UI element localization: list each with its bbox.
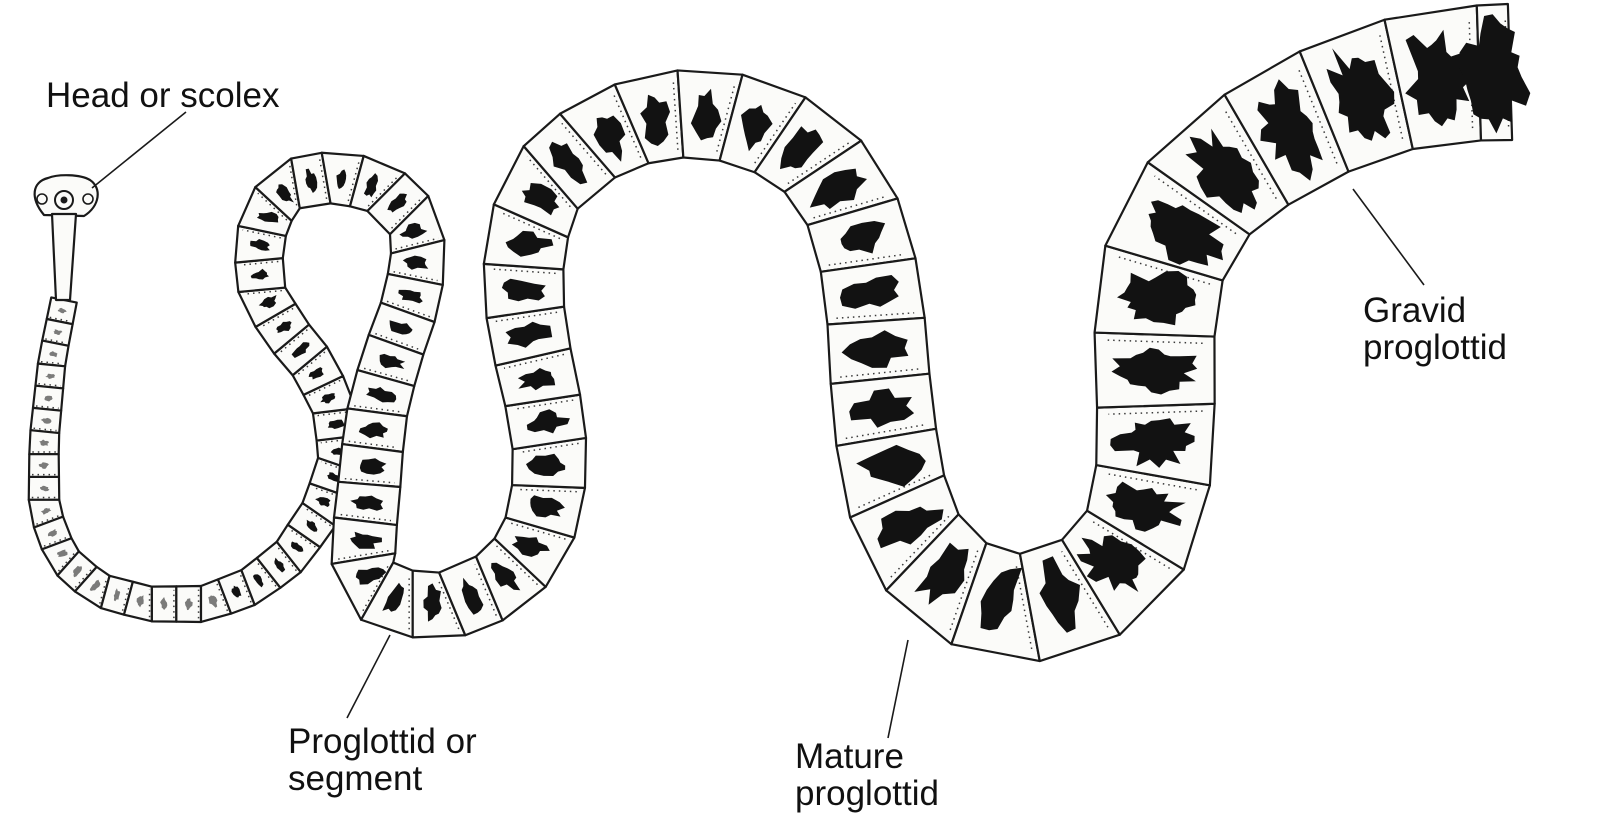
proglottid-label-line1: Proglottid or	[288, 723, 477, 760]
gravid-label-line1: Gravid	[1363, 292, 1507, 329]
mature-label-line2: proglottid	[795, 775, 939, 812]
proglottid-segment	[1095, 333, 1215, 408]
proglottid-segment	[29, 430, 59, 454]
mature-leader-line	[888, 640, 908, 738]
scolex-icon	[35, 175, 98, 300]
mature-label-line1: Mature	[795, 738, 939, 775]
proglottid-segment	[176, 586, 201, 622]
proglottid-leader-line	[347, 635, 390, 718]
mature-label: Mature proglottid	[795, 738, 939, 812]
head-leader-line	[92, 112, 186, 188]
head-label-text: Head or scolex	[46, 76, 279, 115]
proglottid-segment	[35, 364, 65, 389]
gravid-label-line2: proglottid	[1363, 329, 1507, 366]
proglottid-segment	[33, 386, 63, 411]
proglottid-label: Proglottid or segment	[288, 723, 477, 797]
proglottid-label-line2: segment	[288, 760, 477, 797]
proglottid-segment	[827, 318, 929, 384]
gravid-leader-line	[1353, 189, 1424, 285]
head-label: Head or scolex	[46, 77, 279, 114]
proglottid-segment	[235, 258, 285, 292]
proglottid-segment	[29, 477, 59, 500]
proglottid-segment	[29, 454, 59, 477]
proglottid-segment	[30, 408, 61, 433]
gravid-label: Gravid proglottid	[1363, 292, 1507, 366]
proglottid-segment	[38, 341, 69, 367]
proglottid-segment	[338, 444, 403, 487]
proglottid-segment	[152, 586, 176, 621]
